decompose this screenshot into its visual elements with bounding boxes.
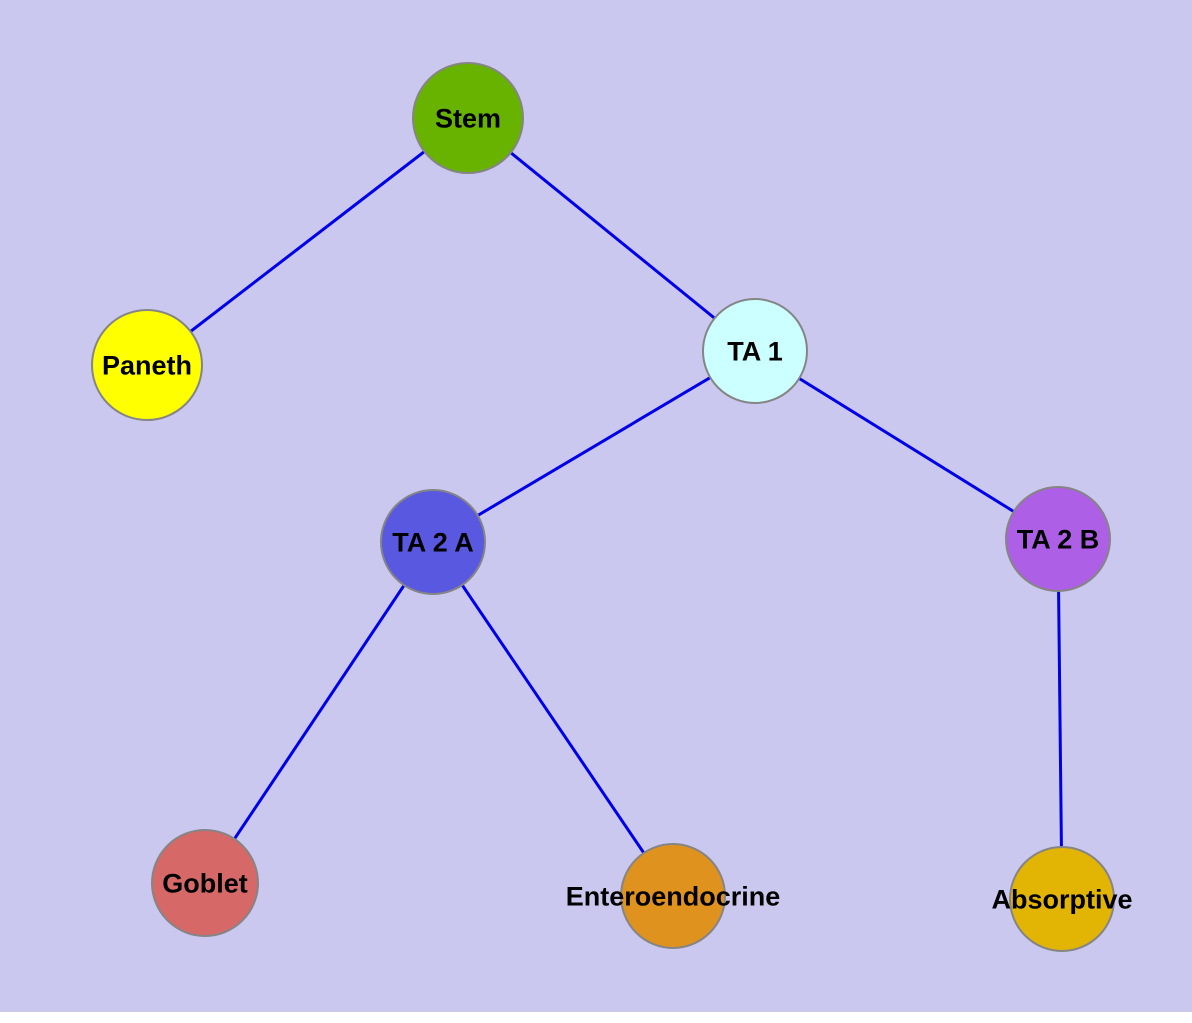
node-ta-2-a <box>380 489 486 595</box>
node-ta-1 <box>702 298 808 404</box>
edge-ta-2-b-to-absorptive <box>1056 538 1064 900</box>
node-goblet <box>151 829 259 937</box>
node-absorptive <box>1009 846 1115 952</box>
edge-ta-1-to-ta-2-a <box>432 349 756 544</box>
node-label-absorptive: Absorptive <box>991 884 1132 914</box>
node-label-paneth: Paneth <box>102 350 192 380</box>
node-ta-2-b <box>1005 486 1111 592</box>
node-stem <box>412 62 524 174</box>
node-label-enteroendocrine: Enteroendocrine <box>566 881 781 911</box>
node-label-ta-2-b: TA 2 B <box>1017 524 1100 554</box>
edge-ta-2-a-to-goblet <box>203 541 435 884</box>
node-enteroendocrine <box>620 843 726 949</box>
node-label-ta-1: TA 1 <box>727 336 783 366</box>
node-label-stem: Stem <box>435 103 501 133</box>
node-label-goblet: Goblet <box>162 868 248 898</box>
edge-ta-2-a-to-enteroendocrine <box>431 541 675 897</box>
edge-stem-to-paneth <box>146 116 469 367</box>
edge-stem-to-ta-1 <box>467 116 756 353</box>
node-label-ta-2-a: TA 2 A <box>392 527 474 557</box>
edge-ta-1-to-ta-2-b <box>754 349 1059 541</box>
node-paneth <box>91 309 203 421</box>
